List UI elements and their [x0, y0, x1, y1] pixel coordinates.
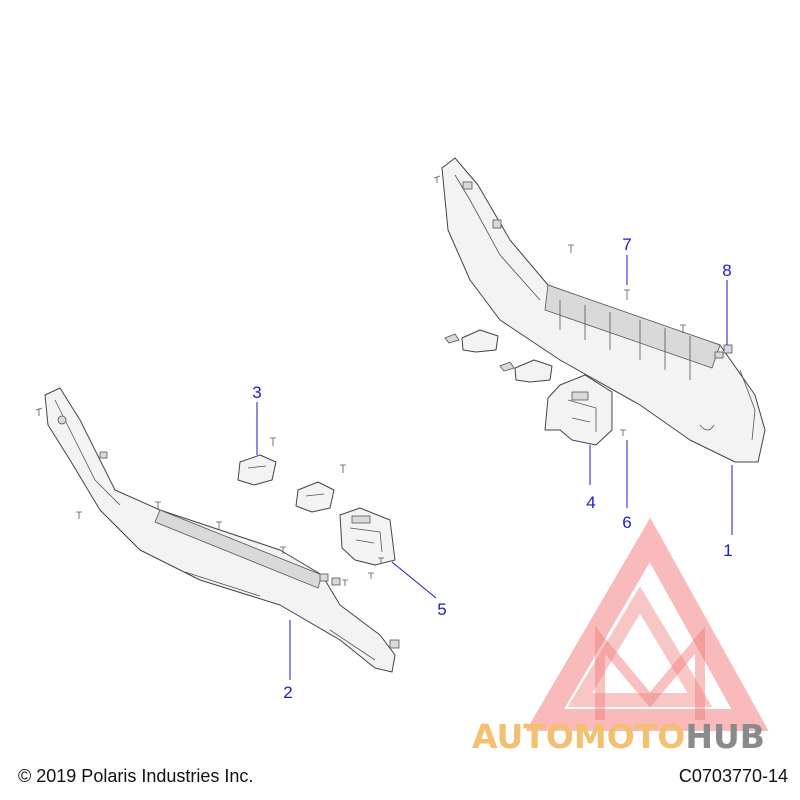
- part-2-lower-panel: [44, 387, 396, 673]
- part-5-bracket-left: [339, 507, 396, 566]
- part-1-rear-panel: [441, 157, 766, 463]
- callout-1: 1: [723, 541, 732, 560]
- leader-5: [391, 561, 437, 599]
- fasteners: [35, 175, 733, 649]
- watermark-brand-part1: AUTOMOTO: [472, 717, 685, 756]
- svg-text:AUTOMOTOHUB: AUTOMOTOHUB: [472, 717, 765, 756]
- watermark-brand: AUTOMOTOHUB: [472, 717, 765, 756]
- leader-lines: [256, 255, 733, 680]
- part-4-bracket-right: [544, 374, 613, 446]
- callout-8: 8: [722, 261, 731, 280]
- watermark-logo: [525, 517, 769, 731]
- callout-3: 3: [252, 383, 261, 402]
- part-code: C0703770-14: [679, 766, 788, 786]
- copyright-text: © 2019 Polaris Industries Inc.: [18, 766, 253, 786]
- watermark-brand-part2: HUB: [685, 717, 765, 756]
- callout-7: 7: [622, 235, 631, 254]
- callout-6: 6: [622, 513, 631, 532]
- callout-4: 4: [586, 493, 595, 512]
- callout-numbers: 1 2 3 4 5 6 7 8: [252, 235, 732, 702]
- clips-upper: [444, 329, 553, 383]
- part-3-clips: [237, 454, 335, 513]
- callout-5: 5: [437, 600, 446, 619]
- callout-2: 2: [283, 683, 292, 702]
